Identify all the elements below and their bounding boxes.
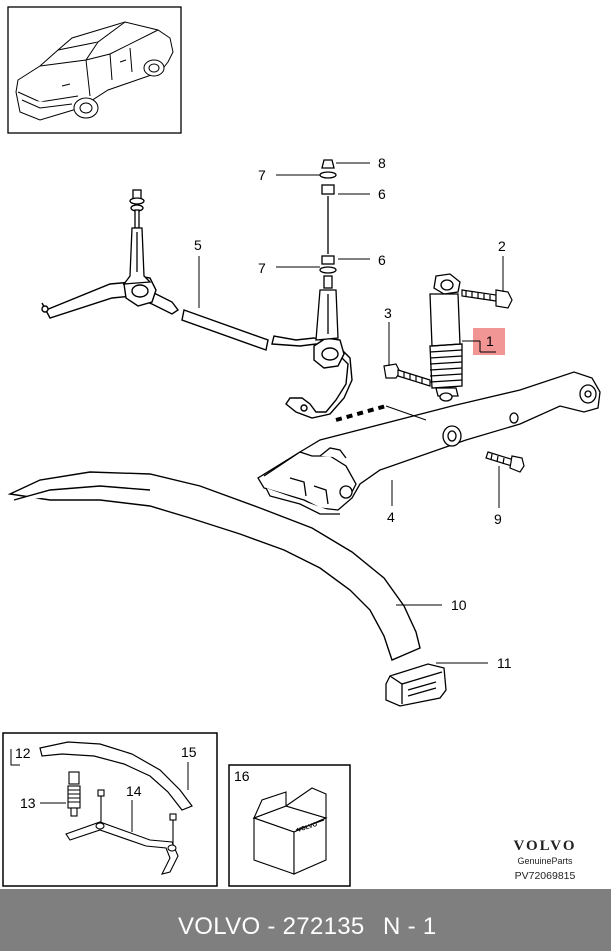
inset-panel-stabilizer-kit: 12 15 13 14 (2, 732, 218, 887)
footer-part-number: VOLVO - 272135 (178, 913, 365, 940)
stabilizer-bar (41, 275, 353, 419)
footer-position: N - 1 (383, 913, 437, 940)
callout-2: 2 (498, 238, 506, 254)
callout-14: 14 (126, 783, 142, 799)
brand-code: PV72069815 (514, 870, 576, 882)
footer-bar: VOLVO - 272135 N - 1 (0, 889, 611, 951)
callout-9: 9 (494, 511, 502, 527)
callout-1: 1 (486, 333, 494, 349)
callout-6a: 6 (378, 186, 386, 202)
callout-7b: 7 (258, 260, 266, 276)
bolt-2 (461, 289, 513, 309)
brand-subtitle: GenuineParts (517, 856, 573, 866)
callout-4: 4 (387, 509, 395, 525)
callout-15: 15 (181, 744, 197, 760)
leader-lines (198, 162, 504, 664)
bolt-3 (383, 363, 431, 387)
callout-10: 10 (451, 597, 467, 613)
inset-panel-box: 16 VOLVO (228, 764, 351, 887)
car-thumbnail (7, 6, 182, 134)
parts-diagram: 1 2 3 4 5 6 6 7 7 8 9 10 11 12 15 13 14 (2, 6, 601, 887)
bolt-9 (485, 451, 525, 473)
shock-absorber (429, 273, 463, 402)
callout-16: 16 (234, 768, 250, 784)
dashed-axis (335, 404, 427, 422)
stabilizer-link-right (315, 159, 339, 341)
callout-5: 5 (194, 237, 202, 253)
callout-13: 13 (20, 795, 36, 811)
clip (385, 663, 447, 707)
brand-name: VOLVO (513, 838, 577, 854)
callout-12: 12 (15, 745, 31, 761)
stabilizer-link-left (122, 189, 152, 285)
callout-6b: 6 (378, 252, 386, 268)
callout-11: 11 (497, 655, 512, 671)
callout-8: 8 (378, 155, 386, 171)
callout-7a: 7 (258, 167, 266, 183)
callout-3: 3 (384, 305, 392, 321)
axle-beam (257, 371, 601, 515)
callout-labels: 1 2 3 4 5 6 6 7 7 8 9 10 11 (194, 155, 512, 671)
wheel-arch-liner (7, 471, 421, 661)
brand-block: VOLVO GenuineParts PV72069815 (500, 838, 590, 882)
